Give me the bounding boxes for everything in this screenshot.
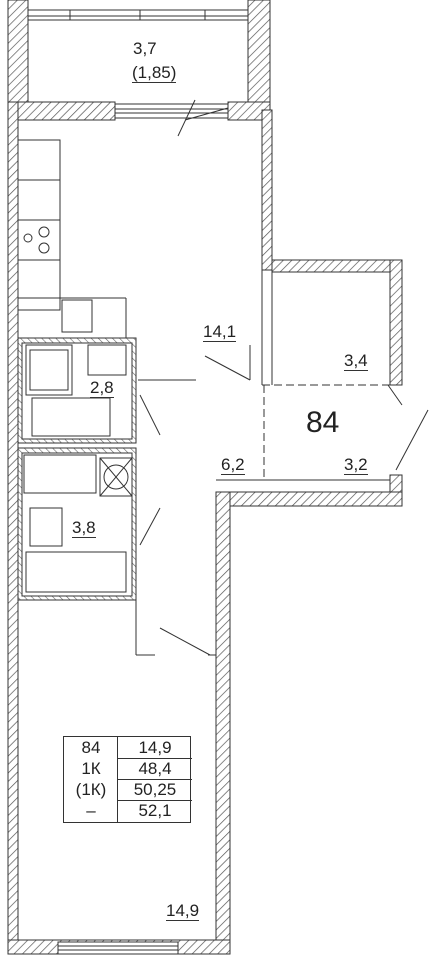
summary-row: 84 14,9	[64, 737, 190, 758]
balcony-reduced-area-label: (1,85)	[132, 63, 177, 83]
wardrobe-bottom-area-label: 3,2	[344, 455, 368, 475]
summary-row: (1К) 50,25	[64, 779, 190, 800]
interior-walls	[17, 99, 429, 656]
full-area-cell: 52,1	[138, 801, 172, 820]
reduced-area-cell: 50,25	[133, 780, 177, 799]
room-type-alt-cell: (1К)	[75, 780, 107, 799]
wardrobe-top-area-label: 3,4	[344, 351, 368, 371]
summary-row: 1К 48,4	[64, 758, 190, 779]
summary-row: – 52,1	[64, 800, 190, 821]
apartment-number-cell: 84	[81, 738, 101, 757]
living-area-cell: 14,9	[138, 738, 172, 757]
dash-cell: –	[86, 801, 96, 820]
living-room-area-label: 14,9	[166, 901, 200, 921]
toilet-bath-area-label: 3,8	[72, 518, 96, 538]
hall-area-label: 6,2	[221, 455, 245, 475]
room-type-cell: 1К	[81, 759, 101, 778]
apartment-number: 84	[306, 406, 340, 439]
total-area-cell: 48,4	[138, 759, 172, 778]
summary-divider	[117, 737, 118, 822]
bathroom-area-label: 2,8	[90, 378, 114, 398]
kitchen-area-label: 14,1	[203, 322, 237, 342]
exterior-walls	[7, 101, 403, 955]
balcony-area-label: 3,7	[133, 39, 157, 58]
apartment-summary-table: 84 14,9 1К 48,4 (1К) 50,25 – 52,1	[63, 736, 192, 823]
